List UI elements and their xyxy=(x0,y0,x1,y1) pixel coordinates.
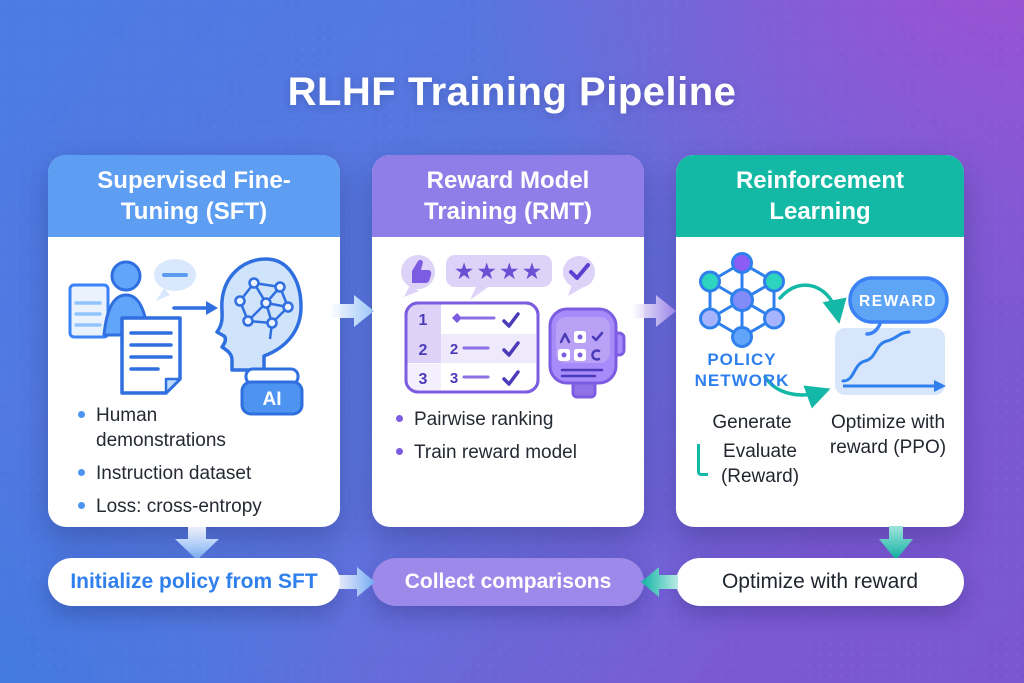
ai-label: AI xyxy=(263,389,282,410)
list-item: Train reward model xyxy=(396,440,626,465)
card-sft-header: Supervised Fine-Tuning (SFT) xyxy=(48,155,340,237)
evaluate-label: Evaluate (Reward) xyxy=(720,441,800,488)
policy-network-label-line1: POLICY xyxy=(707,350,776,369)
bullet-dot xyxy=(78,502,85,510)
bullet-dot xyxy=(78,469,85,477)
bullet-text: Pairwise ranking xyxy=(414,409,554,430)
head-neural-network-icon xyxy=(215,257,303,372)
rank-1: 1 xyxy=(419,312,428,329)
arrow-sft-down xyxy=(175,526,219,560)
ranking-list-icon: 1 2 3 2 3 xyxy=(404,301,540,394)
arrow-right-icon xyxy=(172,301,218,315)
card-rmt: Reward Model Training (RMT) ★★★★ xyxy=(372,155,644,527)
rank-2: 2 xyxy=(419,342,428,359)
card-rmt-header: Reward Model Training (RMT) xyxy=(372,155,644,237)
policy-network-label-line2: NETWORK xyxy=(695,371,790,390)
sft-illustration: AI xyxy=(68,257,304,416)
bracket-icon xyxy=(696,444,708,477)
card-sft: Supervised Fine-Tuning (SFT) xyxy=(48,155,340,527)
arrow-sft-to-rmt xyxy=(330,295,374,327)
evaluate-row: Evaluate (Reward) xyxy=(696,439,808,489)
bullet-text: Train reward model xyxy=(414,442,577,464)
flow-box-optimize: Optimize with reward xyxy=(676,558,964,606)
bullet-text: Instruction dataset xyxy=(96,463,252,485)
curved-arrow-icon xyxy=(763,283,847,409)
rl-steps: Generate Evaluate (Reward) Optimize with… xyxy=(684,410,956,489)
list-item: Instruction dataset xyxy=(78,461,283,486)
generate-label: Generate xyxy=(712,412,792,433)
instruction-document-icon xyxy=(120,316,182,395)
ai-stack-icon: AI xyxy=(240,367,304,416)
rl-steps-right-column: Optimize with reward (PPO) xyxy=(820,410,956,489)
bullet-dot xyxy=(396,415,403,422)
bullet-text: Human demonstrations xyxy=(96,405,226,452)
policy-network-icon xyxy=(699,252,785,348)
arrow-initialize-to-collect xyxy=(338,567,375,597)
arrow-rmt-to-rl xyxy=(632,295,676,327)
bullet-text: Loss: cross-entropy xyxy=(96,496,262,518)
bullet-dot xyxy=(78,411,85,418)
check-bubble-icon xyxy=(563,256,595,296)
item-2: 2 xyxy=(450,341,458,358)
speech-bubble-icon xyxy=(154,259,196,301)
star-rating-bubble-icon: ★★★★ xyxy=(446,255,552,300)
item-3: 3 xyxy=(450,370,458,387)
stars-text: ★★★★ xyxy=(454,258,544,284)
optimize-ppo-label: Optimize with reward (PPO) xyxy=(829,412,947,459)
sft-bullet-list: Human demonstrations Instruction dataset… xyxy=(78,403,283,527)
rank-3: 3 xyxy=(419,371,428,388)
rmt-illustration: ★★★★ 1 2 3 2 xyxy=(401,255,626,399)
list-item: Pairwise ranking xyxy=(396,407,626,432)
rmt-bullet-list: Pairwise ranking Train reward model xyxy=(396,407,626,473)
slider-diamond-icon xyxy=(452,313,462,323)
list-item: Human demonstrations xyxy=(78,403,283,453)
robot-head-icon xyxy=(548,307,626,399)
card-rl-header: Reinforcement Learning xyxy=(676,155,964,237)
list-item: Loss: cross-entropy xyxy=(78,494,283,519)
reward-label: REWARD xyxy=(859,293,937,310)
thumbs-up-bubble-icon xyxy=(401,255,435,297)
reward-bubble-icon: REWARD xyxy=(848,276,949,336)
flow-box-initialize: Initialize policy from SFT xyxy=(48,558,340,606)
bullet-dot xyxy=(396,448,403,456)
flow-box-collect: Collect comparisons xyxy=(372,558,644,606)
card-rl: Reinforcement Learning REWARD xyxy=(676,155,964,527)
arrow-optimize-to-collect xyxy=(641,567,678,597)
rl-steps-left-column: Generate Evaluate (Reward) xyxy=(684,410,820,489)
document-stack-icon xyxy=(68,283,110,339)
page-title: RLHF Training Pipeline xyxy=(287,70,737,114)
reward-chart-icon xyxy=(835,328,946,395)
rl-illustration: REWARD xyxy=(695,252,949,409)
arrow-rl-down xyxy=(879,526,913,560)
